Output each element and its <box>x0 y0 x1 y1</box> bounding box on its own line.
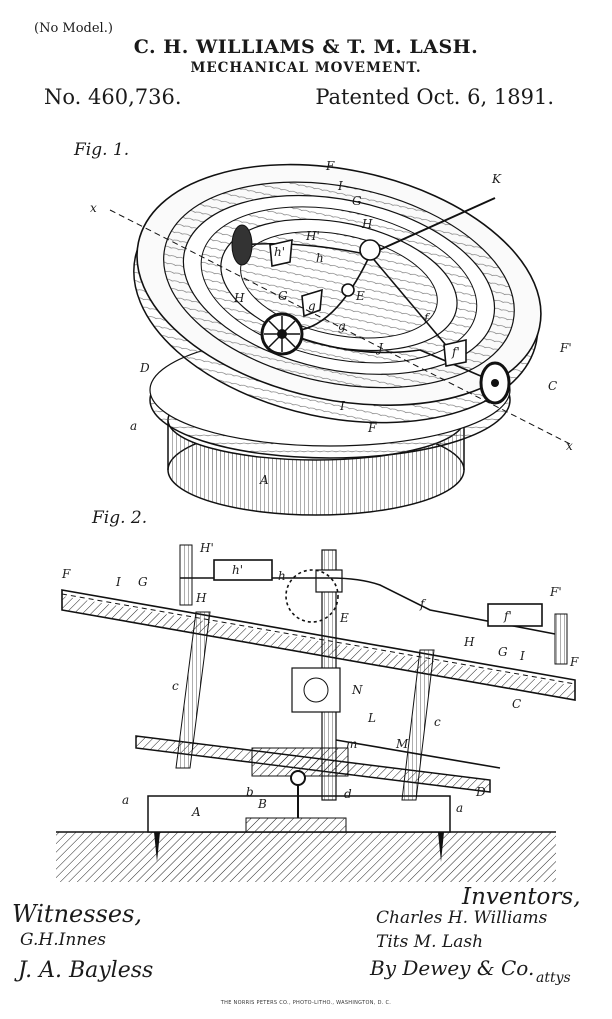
letter-H: H <box>361 217 373 231</box>
letter-F-2-fig2: F <box>569 655 579 669</box>
letter-F-prime: F' <box>559 341 572 355</box>
letter-F-fig2: F <box>61 567 71 581</box>
letter-G-2: G <box>278 289 288 303</box>
letter-g-2: g <box>338 319 346 333</box>
letter-g: g <box>308 299 316 313</box>
letter-G-fig2: G <box>138 575 148 589</box>
witness-signature-1: G.H.Innes <box>20 930 107 950</box>
letter-I-2: I <box>339 399 345 413</box>
letter-E: E <box>355 289 365 303</box>
letter-I-2-fig2: I <box>519 649 525 663</box>
fig2-ground <box>56 831 556 882</box>
letter-N-fig2: N <box>351 683 363 697</box>
letter-f: f <box>423 311 431 325</box>
inventor-signature-2: Tits M. Lash <box>376 932 484 952</box>
letter-A: A <box>259 473 269 487</box>
letter-C-fig2: C <box>512 697 521 711</box>
letter-M-fig2: M <box>395 737 409 751</box>
letter-G-2-fig2: G <box>498 645 508 659</box>
letter-B-fig2: B <box>257 797 267 811</box>
letter-H-prime-fig2: H' <box>199 541 214 555</box>
letter-C: C <box>548 379 557 393</box>
letter-I-fig2: I <box>115 575 121 589</box>
letter-a-2-fig2: a <box>456 801 463 815</box>
fig2-central-shaft <box>251 549 349 818</box>
figure-2-label: Fig. 2. <box>92 508 148 528</box>
letter-a-fig2: a <box>122 793 129 807</box>
letter-K: K <box>491 172 502 186</box>
letter-f-fig2: f <box>419 597 427 611</box>
letter-b-fig2: b <box>246 785 254 799</box>
fig2-arm <box>180 559 556 769</box>
letter-h-fig2: h <box>278 569 286 583</box>
letter-F-prime-fig2: F' <box>549 585 562 599</box>
letter-H-2: H <box>233 291 245 305</box>
letter-H-fig2: H <box>195 591 207 605</box>
letter-x-2: x <box>566 439 573 453</box>
letter-L-fig2: L <box>367 711 376 725</box>
witnesses-label: Witnesses, <box>12 900 143 928</box>
letter-G: G <box>352 194 362 208</box>
letter-c-2-fig2: c <box>434 715 441 729</box>
patented-date: Patented Oct. 6, 1891. <box>315 85 554 109</box>
letter-x: x <box>90 201 97 215</box>
letter-J: J <box>375 341 384 355</box>
no-model-note: (No Model.) <box>34 21 113 36</box>
fig2-upper-disc <box>61 589 576 701</box>
fig1-wheel-front <box>260 312 304 356</box>
fig1-section-line <box>109 209 573 446</box>
lithographer-credit: THE NORRIS PETERS CO., PHOTO-LITHO., WAS… <box>220 1000 392 1006</box>
letter-c-fig2: c <box>172 679 179 693</box>
letter-F-2: F <box>367 421 377 435</box>
letter-E-fig2: E <box>339 611 349 625</box>
letter-m-fig2: m <box>346 737 357 751</box>
letter-F: F <box>325 159 335 173</box>
letter-H-2-fig2: H <box>463 635 475 649</box>
letter-d-fig2: d <box>344 787 352 801</box>
patent-number: No. 460,736. <box>44 85 182 109</box>
letter-h-prime-fig2: h' <box>232 563 243 577</box>
letter-h: h <box>316 251 324 265</box>
letter-I: I <box>337 179 343 193</box>
inventor-signature-1: Charles H. Williams <box>376 908 548 928</box>
letter-f-prime: f' <box>451 345 460 359</box>
figure-1-label: Fig. 1. <box>74 140 130 160</box>
inventors-label: Inventors, <box>462 884 581 910</box>
fig1-wheel-right <box>479 361 511 405</box>
fig2-pillars <box>175 544 568 801</box>
fig1-wheel-left <box>231 224 253 266</box>
letter-h-prime: h' <box>274 245 285 259</box>
letter-A-fig2: A <box>191 805 201 819</box>
letter-D: D <box>139 361 150 375</box>
witness-signature-2: J. A. Bayless <box>18 958 154 983</box>
letter-a: a <box>130 419 137 433</box>
inventors-header: C. H. WILLIAMS & T. M. LASH. <box>133 36 479 58</box>
letter-H-prime: H' <box>305 229 320 243</box>
patent-title: MECHANICAL MOVEMENT. <box>190 60 422 76</box>
attorney-signature: By Dewey & Co. <box>370 956 535 980</box>
letter-f-prime-fig2: f' <box>503 609 512 623</box>
letter-D-fig2: D <box>475 785 486 799</box>
attorneys-abbrev: attys <box>536 970 571 986</box>
